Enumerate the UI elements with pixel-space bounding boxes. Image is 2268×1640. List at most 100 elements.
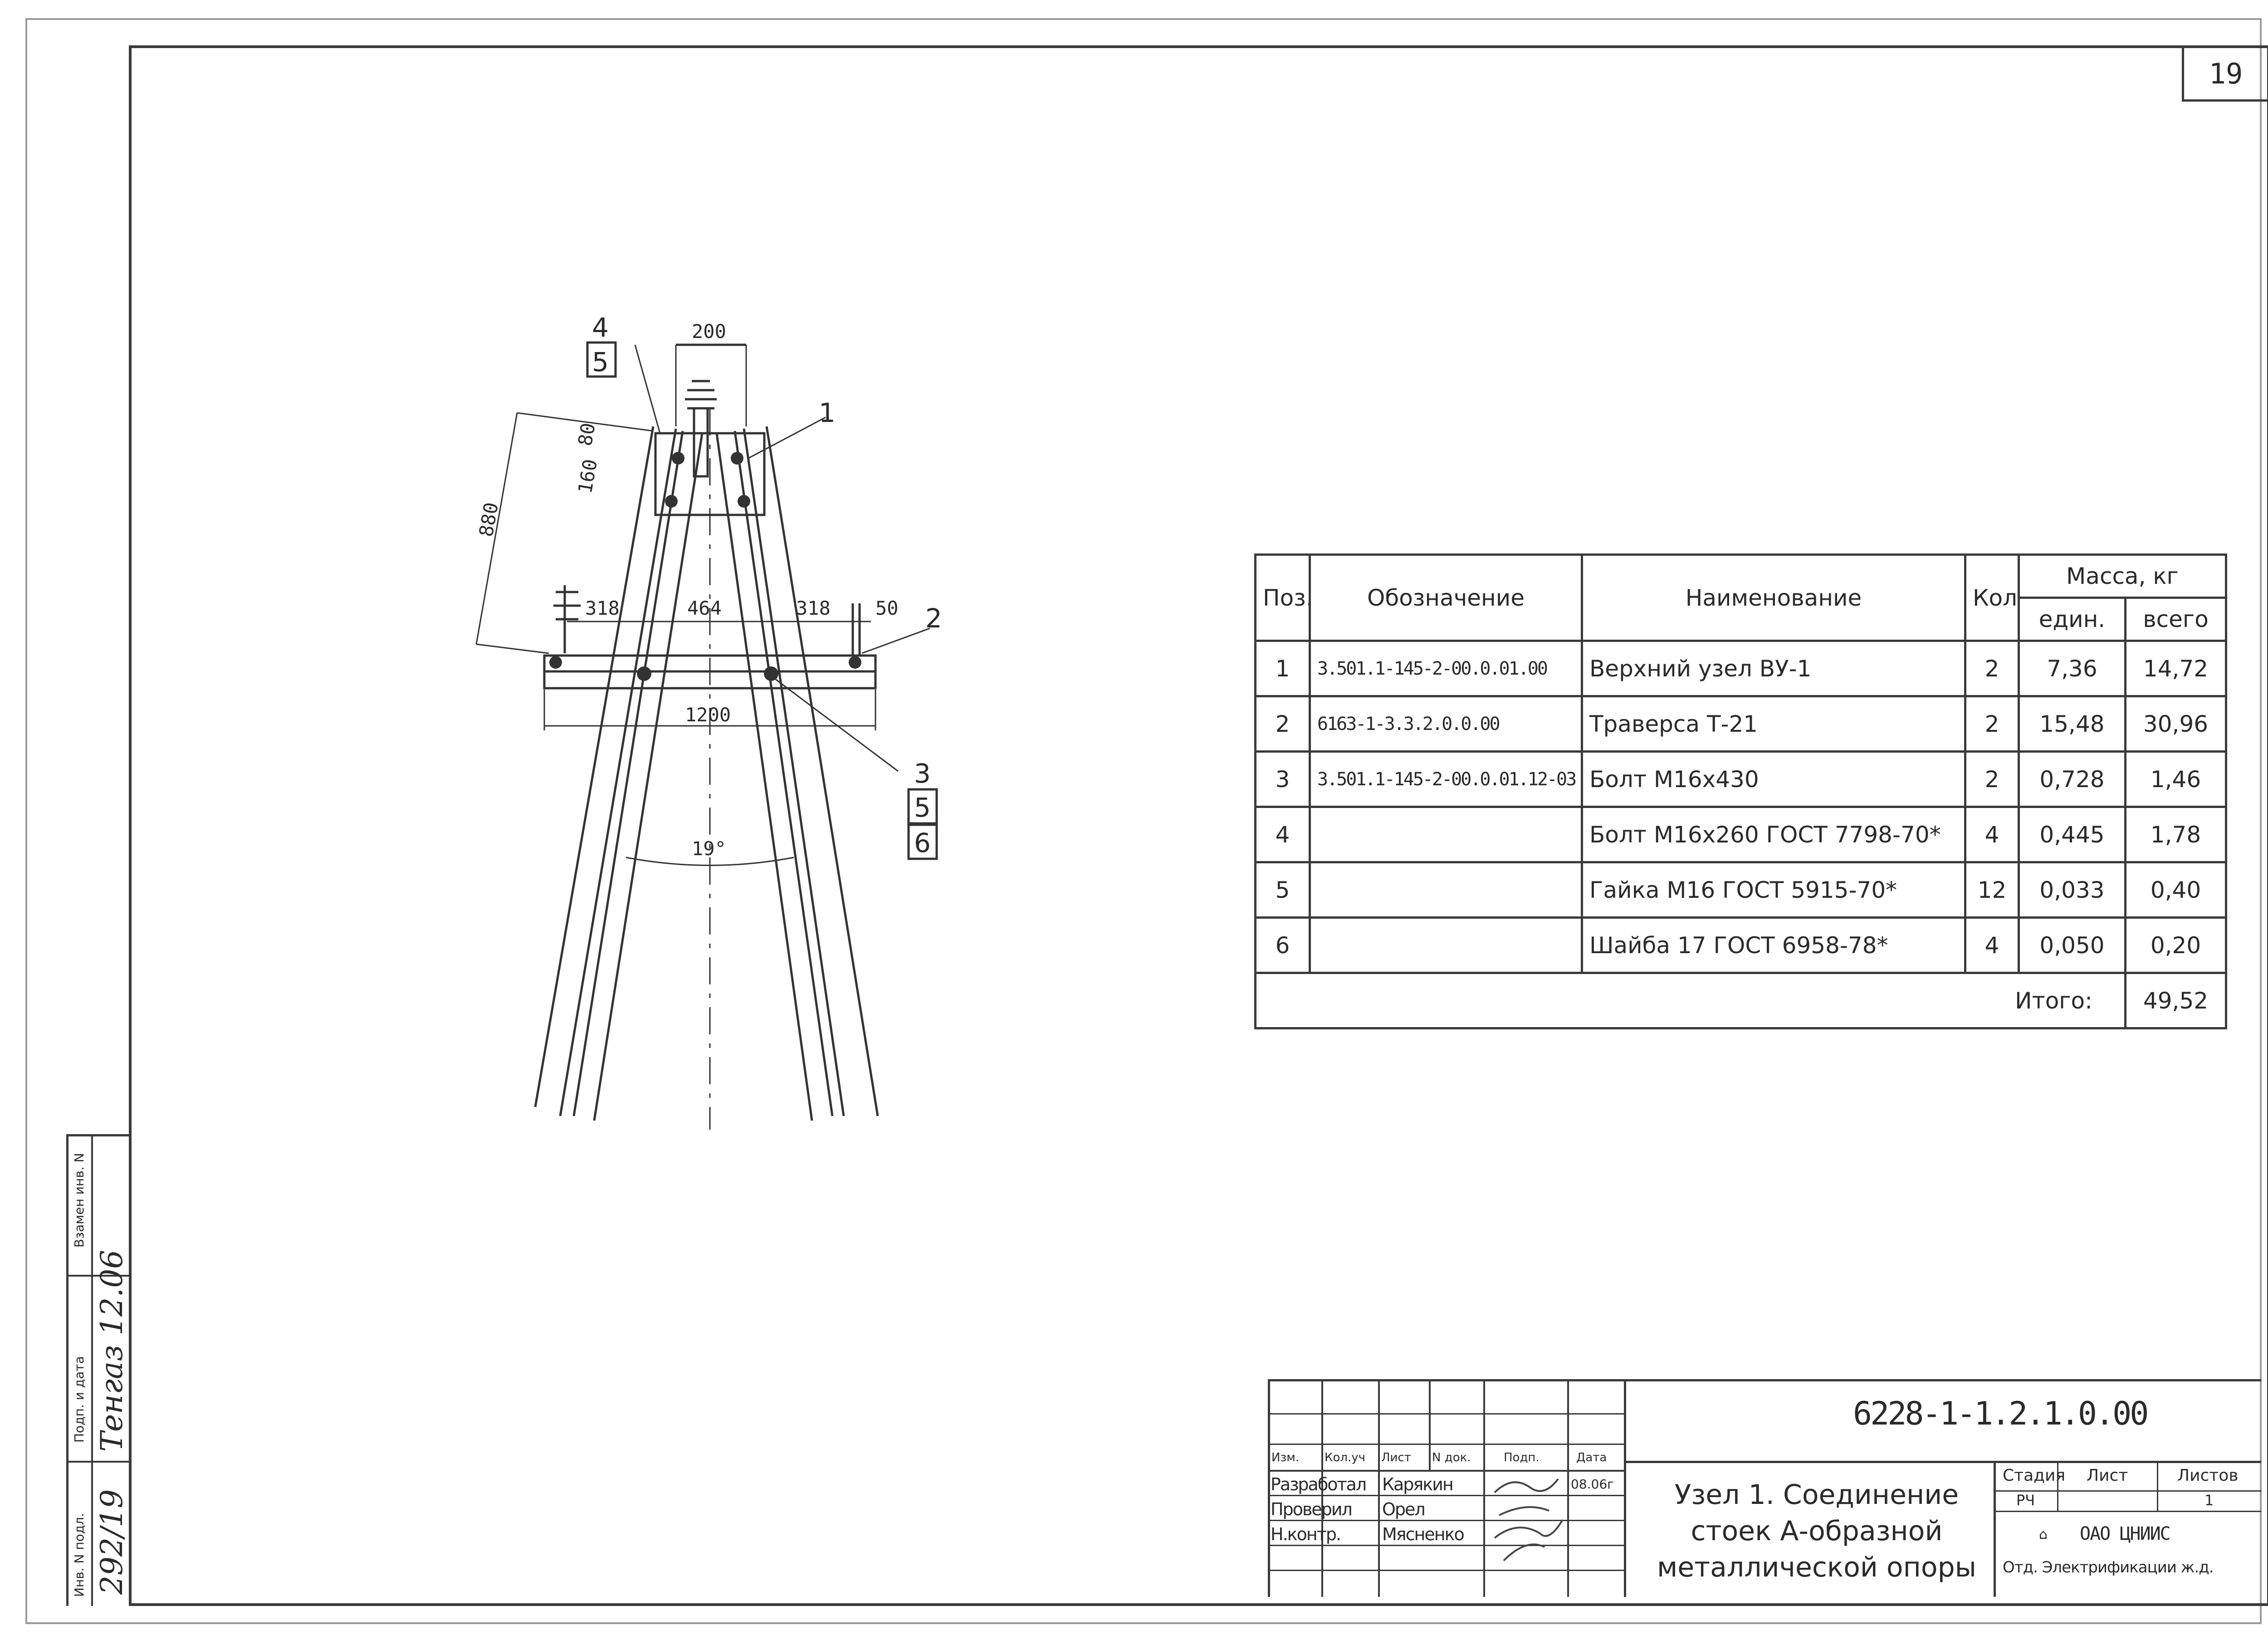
col-header-koluch: Кол.уч <box>1325 1451 1365 1464</box>
callout-6: 6 <box>914 827 931 858</box>
cell-name: Верхний узел ВУ-1 <box>1581 640 1966 697</box>
drawing-title-line-2: стоек А-образной <box>1691 1515 1943 1547</box>
sheets-value: 1 <box>2204 1492 2214 1509</box>
right-leg-line-3 <box>743 428 845 1116</box>
cell-pos: 5 <box>1254 861 1311 919</box>
drawing-title: Узел 1. Соединение стоек А-образной мета… <box>1653 1477 1980 1586</box>
sheets-label: Листов <box>2177 1466 2239 1485</box>
cell-designation: 3.501.1-145-2-00.0.01.12-03 <box>1309 750 1583 808</box>
left-leg-line-2 <box>559 428 677 1116</box>
stage-value: РЧ <box>2016 1492 2035 1509</box>
col-header-izm: Изм. <box>1271 1451 1300 1464</box>
top-insulator-icon <box>685 380 717 410</box>
dim-200: 200 <box>692 320 726 343</box>
dim-318-right: 318 <box>796 597 831 619</box>
cell-qty: 2 <box>1964 640 2020 697</box>
sign-date-value: Тенгаз 12.06 <box>94 1249 129 1452</box>
cell-mass-total: 30,96 <box>2124 695 2227 753</box>
left-insulator-icon <box>553 585 581 653</box>
header-mass-unit: един. <box>2018 597 2126 642</box>
total-label: Итого: <box>1254 972 2126 1029</box>
cell-qty: 4 <box>1964 806 2020 863</box>
cell-mass-total: 1,46 <box>2124 750 2227 808</box>
left-leg-line-3 <box>572 431 684 1116</box>
replace-inv-label: Взамен инв. N <box>72 1153 87 1248</box>
dim-80: 80 <box>574 421 600 447</box>
total-value: 49,52 <box>2124 972 2227 1029</box>
cell-qty: 12 <box>1964 861 2020 919</box>
doc-code: 6228-1-1.2.1.0.00 <box>1853 1395 2149 1432</box>
cell-mass-total: 14,72 <box>2124 640 2227 697</box>
org-name: ОАО ЦНИИС <box>2080 1523 2171 1544</box>
col-header-ndok: N док. <box>1432 1451 1471 1464</box>
angle-arc <box>626 857 794 866</box>
table-row: 3 3.501.1-145-2-00.0.01.12-03 Болт М16х4… <box>1254 750 2227 808</box>
left-leg-outer <box>534 426 655 1107</box>
org-department: Отд. Электрификации ж.д. <box>2003 1558 2214 1576</box>
cell-mass-unit: 7,36 <box>2018 640 2126 697</box>
cell-qty: 2 <box>1964 750 2020 808</box>
cell-pos: 3 <box>1254 750 1311 808</box>
callout-5a: 5 <box>592 347 609 377</box>
cell-pos: 2 <box>1254 695 1311 753</box>
name-checked: Орел <box>1382 1499 1426 1519</box>
cell-mass-unit: 15,48 <box>2018 695 2126 753</box>
cell-mass-total: 1,78 <box>2124 806 2227 863</box>
cell-mass-unit: 0,728 <box>2018 750 2126 808</box>
title-block: 6228-1-1.2.1.0.00 Изм. Кол.уч Лист N док… <box>1268 1379 2261 1597</box>
table-row: 5 Гайка М16 ГОСТ 5915-70* 12 0,033 0,40 <box>1254 861 2227 919</box>
cell-mass-unit: 0,050 <box>2018 916 2126 974</box>
cell-name: Гайка М16 ГОСТ 5915-70* <box>1581 861 1966 919</box>
header-qty: Кол. <box>1964 553 2020 642</box>
date-developed: 08.06г <box>1571 1477 1614 1492</box>
dim-318-left: 318 <box>585 597 620 619</box>
cell-mass-unit: 0,033 <box>2018 861 2126 919</box>
inv-label: Инв. N подл. <box>72 1513 87 1597</box>
callout-3: 3 <box>914 758 931 789</box>
signatures <box>1494 1478 1564 1562</box>
role-developed: Разработал <box>1271 1474 1367 1494</box>
outer-border <box>25 18 2262 1624</box>
header-designation: Обозначение <box>1309 553 1583 642</box>
callout-2: 2 <box>925 603 942 634</box>
drawing-title-line-1: Узел 1. Соединение <box>1674 1479 1959 1511</box>
cell-name: Болт М16х260 ГОСТ 7798-70* <box>1581 806 1966 863</box>
table-row: 1 3.501.1-145-2-00.0.01.00 Верхний узел … <box>1254 640 2227 697</box>
sheet-number: 19 <box>2182 45 2268 102</box>
header-mass: Масса, кг <box>2018 553 2227 599</box>
org-logo: ⌂ <box>2039 1527 2048 1542</box>
cell-designation: 3.501.1-145-2-00.0.01.00 <box>1309 640 1583 697</box>
cell-pos: 6 <box>1254 916 1311 974</box>
total-row: Итого: 49,52 <box>1254 972 2227 1029</box>
header-mass-total: всего <box>2124 597 2227 642</box>
cell-name: Болт М16х430 <box>1581 750 1966 808</box>
drawing-frame <box>129 45 2268 1606</box>
cell-designation <box>1309 861 1583 919</box>
cell-pos: 1 <box>1254 640 1311 697</box>
right-leg-line-2 <box>733 431 834 1116</box>
col-header-podp: Подп. <box>1504 1451 1540 1464</box>
header-name: Наименование <box>1581 553 1966 642</box>
right-leg-outer <box>765 426 879 1116</box>
name-developed: Карякин <box>1382 1474 1454 1494</box>
right-leg-inner <box>715 433 813 1121</box>
name-norm-control: Мясненко <box>1382 1524 1465 1544</box>
cell-mass-total: 0,20 <box>2124 916 2227 974</box>
dim-880-line <box>475 412 518 645</box>
cell-designation <box>1309 916 1583 974</box>
dim-880: 880 <box>475 501 503 539</box>
cell-mass-total: 0,40 <box>2124 861 2227 919</box>
inv-value: 292/19 <box>94 1489 129 1595</box>
cell-name: Шайба 17 ГОСТ 6958-78* <box>1581 916 1966 974</box>
cell-qty: 4 <box>1964 916 2020 974</box>
left-leg-inner <box>593 433 704 1121</box>
dim-50: 50 <box>875 597 899 619</box>
dim-160: 160 <box>574 457 601 495</box>
sheet-label: Лист <box>2087 1466 2128 1485</box>
cell-pos: 4 <box>1254 806 1311 863</box>
specification-table: Поз. Обозначение Наименование Кол. Масса… <box>1254 553 2227 1029</box>
dim-1200: 1200 <box>685 704 731 726</box>
sign-date-label: Подп. и дата <box>72 1356 87 1443</box>
header-pos: Поз. <box>1254 553 1311 642</box>
